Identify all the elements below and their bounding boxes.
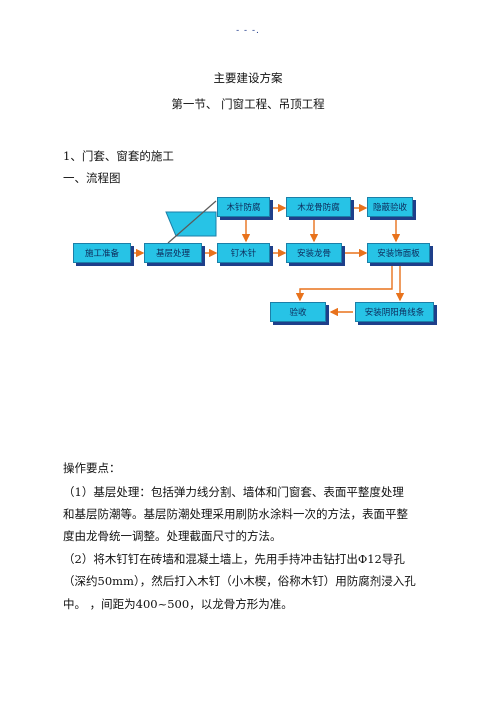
node-ding-muzhen: 钉木针	[217, 243, 270, 263]
node-shigong-zhunbei: 施工准备	[73, 243, 131, 263]
paragraph-line: 度由龙骨统一调整。处理截面尺寸的方法。	[63, 529, 282, 543]
node-yanshou: 验收	[270, 302, 326, 322]
paragraph-line: 中。 ，间距为400~500，以龙骨方形为准。	[63, 597, 293, 611]
operation-points-title: 操作要点：	[63, 461, 121, 475]
paragraph-line: （1）基层处理：包括弹力线分割、墙体和门窗套、表面平整度处理	[63, 485, 404, 499]
paragraph-line: （2）将木钉钉在砖墙和混凝土墙上，先用手持冲击钻打出Φ12导孔	[63, 552, 405, 566]
node-anzhuang-longgu: 安装龙骨	[286, 243, 342, 263]
flow-return-line	[295, 266, 393, 302]
subsection-doors-windows: 1、门套、窗套的施工	[63, 149, 174, 163]
doc-title: 主要建设方案	[213, 71, 283, 85]
node-mulonggu-fangfu: 木龙骨防腐	[286, 197, 351, 217]
paragraph-line: （深约50mm），然后打入木钉（小木楔，俗称木钉）用防腐剂浸入孔	[63, 574, 416, 588]
subsection-flowchart: 一、流程图	[63, 171, 121, 185]
node-anzhuang-shimianban: 安装饰面板	[367, 243, 430, 263]
node-muzhen-fangfu: 木针防腐	[217, 197, 270, 217]
node-yinbi-yanshou: 隐蔽验收	[367, 197, 413, 217]
flow-diagonal-line	[167, 200, 217, 244]
flow-triangle-connector	[165, 211, 217, 237]
node-anzhuang-yinyang-jiaoxian: 安装阴阳角线条	[355, 302, 434, 322]
paragraph-line: 和基层防潮等。基层防潮处理采用刷防水涂料一次的方法，表面平整	[63, 507, 408, 521]
header-mark: - - -.	[236, 26, 260, 36]
node-jiceng-chuli: 基层处理	[144, 243, 202, 263]
section-title: 第一节、 门窗工程、吊顶工程	[171, 97, 325, 111]
